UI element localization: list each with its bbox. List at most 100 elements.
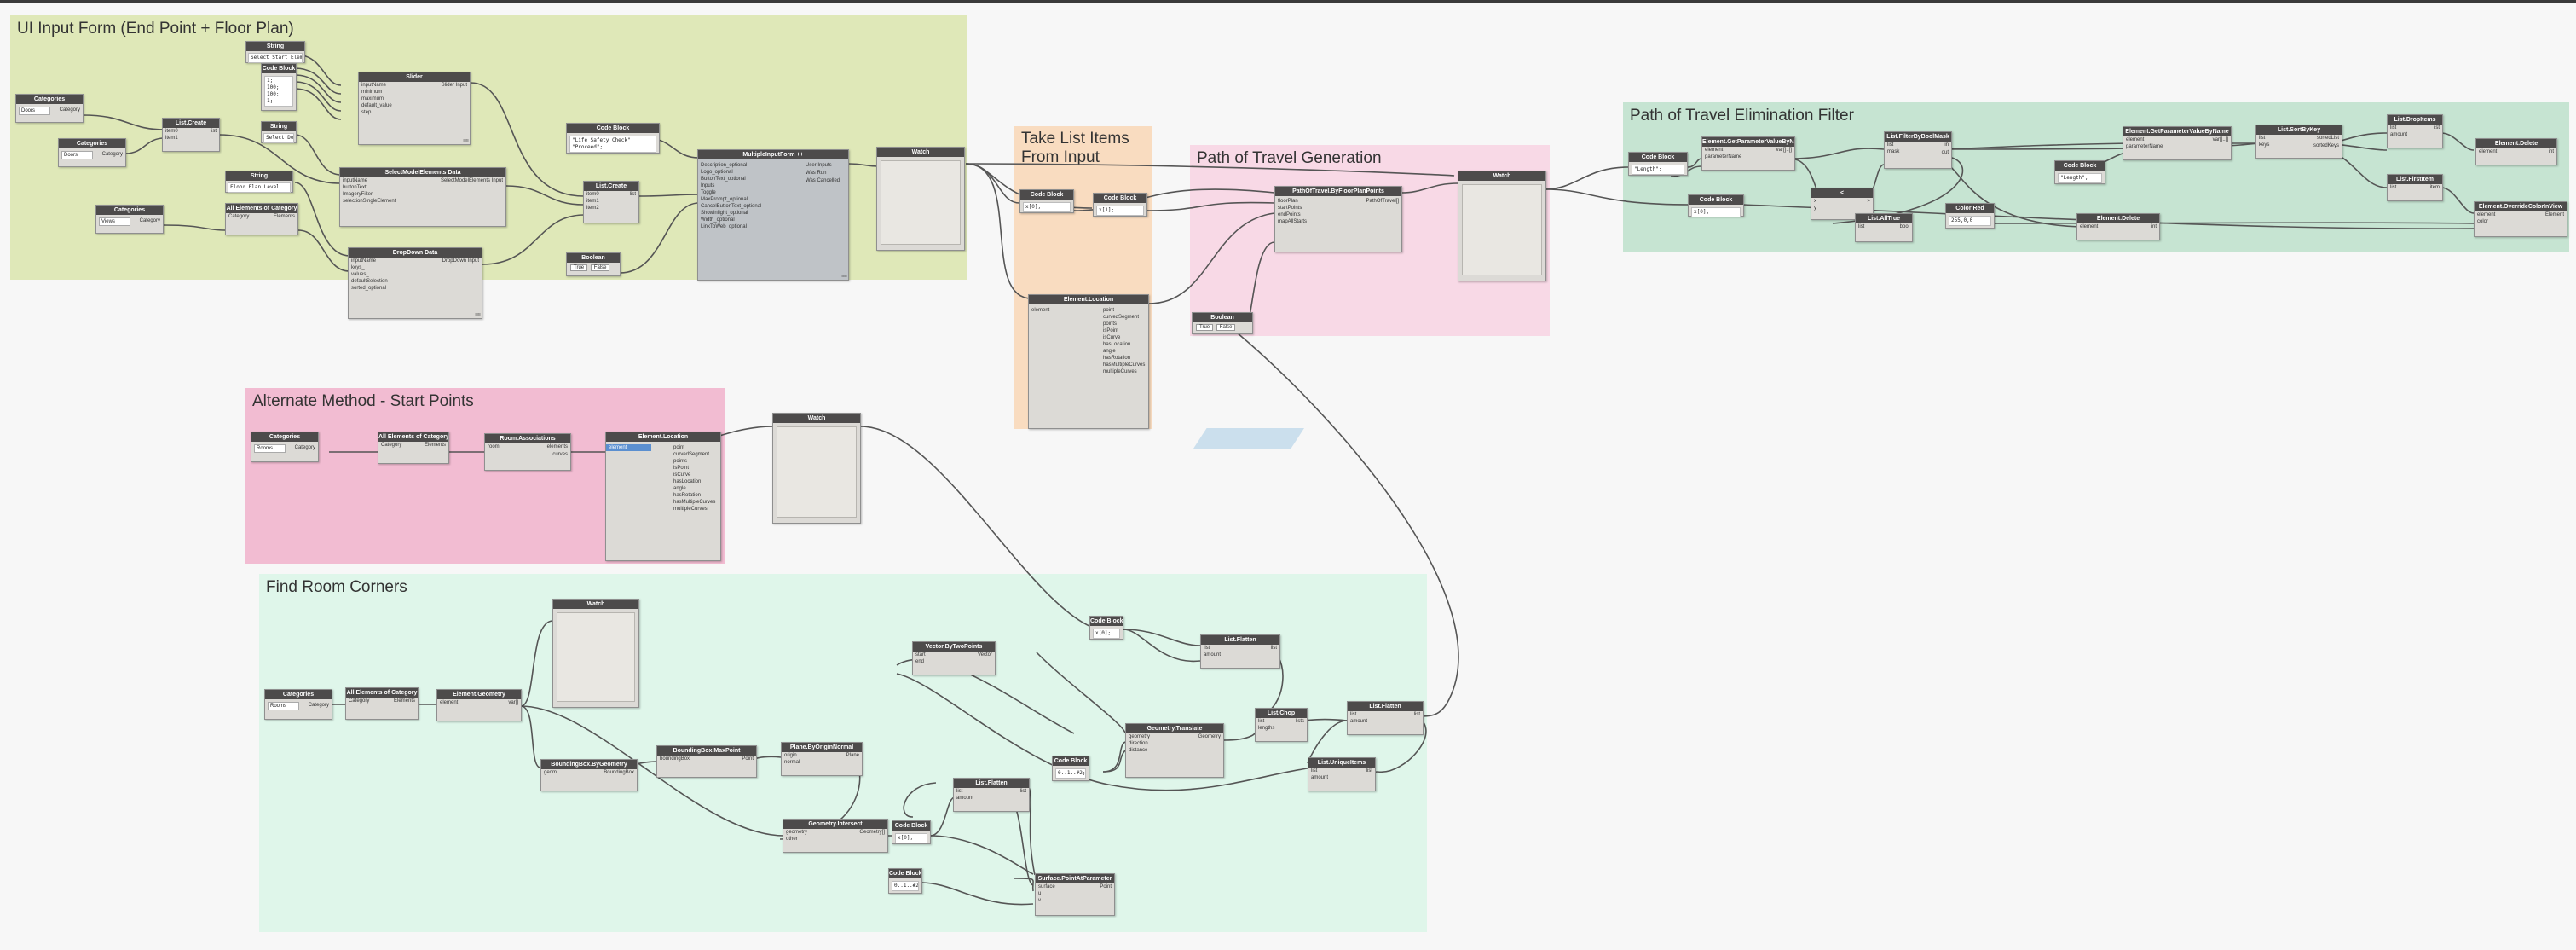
node-code-block-4[interactable]: Code Block x[1]; [1093,193,1147,217]
node-string-1[interactable]: String Select Start Element [245,41,305,63]
output-port[interactable]: curves [552,452,568,457]
node-watch-1[interactable]: Watch [876,147,965,251]
input-port[interactable]: element [1705,148,1724,153]
output-port[interactable]: list [2433,125,2440,130]
input-port[interactable]: u [1038,891,1042,896]
output-port[interactable]: isPoint [673,466,690,471]
input-port[interactable]: mapAllStarts [1278,219,1308,224]
output-port[interactable]: isCurve [673,472,691,478]
output-port[interactable]: list [1413,712,1420,717]
output-port[interactable]: out [1941,150,1949,155]
node-geometry-translate[interactable]: Geometry.Translate geometry direction di… [1125,723,1224,778]
input-port[interactable]: item2 [586,206,599,211]
node-filter-by-bool-mask[interactable]: List.FilterByBoolMask list mask in out [1884,131,1952,169]
node-list-create-2[interactable]: List.Create item0 item1 item2 list [583,181,639,223]
input-port[interactable]: CancelButtonText_optional [701,204,762,209]
code-text[interactable]: x[1]; [1096,206,1144,216]
node-categories-3[interactable]: Categories Views Category [95,205,164,234]
input-port[interactable]: y [1814,206,1816,211]
node-boolean-1[interactable]: Boolean True False [566,252,621,276]
node-code-block-11[interactable]: Code Block 0..1..#2; [888,868,922,894]
output-port[interactable]: list [1270,646,1277,651]
input-port[interactable]: inputName [361,83,387,88]
node-list-unique-items[interactable]: List.UniqueItems list amount list [1308,757,1376,791]
output-port[interactable]: list [629,192,636,197]
input-port[interactable]: list [1858,224,1865,229]
input-port[interactable]: values_ [351,272,369,277]
output-port[interactable]: Point [1100,884,1112,889]
input-port[interactable]: list [1350,712,1357,717]
node-all-elements-2[interactable]: All Elements of Category Category Elemen… [378,432,449,464]
group-title[interactable]: Alternate Method - Start Points [252,392,474,410]
input-port[interactable]: list [2390,125,2397,130]
category-dropdown[interactable]: Rooms [254,444,286,453]
input-port[interactable]: item0 [165,129,178,134]
node-surface-point-at-parameter[interactable]: Surface.PointAtParameter surface u v Poi… [1035,873,1115,916]
output-port[interactable]: multipleCurves [1103,369,1137,374]
group-title[interactable]: Path of Travel Generation [1197,149,1382,167]
input-port[interactable]: v [1038,898,1041,903]
node-watch-2[interactable]: Watch [1458,171,1546,281]
node-code-block-3[interactable]: Code Block x[0]; [1019,189,1074,213]
input-port[interactable]: list [2390,185,2397,190]
input-port[interactable]: lengths [1258,726,1275,731]
output-port[interactable]: var[] [508,700,518,705]
input-port[interactable]: item1 [165,136,178,141]
input-port[interactable]: list [2259,136,2266,141]
input-port[interactable]: other [786,837,798,842]
output-port[interactable]: hasLocation [1103,342,1131,347]
input-port[interactable]: room [488,444,500,449]
output-port[interactable]: list [210,129,217,134]
node-categories-1[interactable]: Categories Doors Category [15,94,84,123]
code-text[interactable]: x[0]; [1093,629,1120,639]
input-port[interactable]: Toggle [701,190,716,195]
node-drop-items[interactable]: List.DropItems list amount list [2387,114,2443,148]
input-port[interactable]: minimum [361,90,383,95]
input-port[interactable]: Category [228,214,250,219]
string-value[interactable]: Select Door [263,133,294,143]
output-port[interactable]: multipleCurves [673,507,708,512]
output-port[interactable]: hasLocation [673,479,702,484]
input-port[interactable]: element [1031,308,1050,313]
input-port[interactable]: inputName [351,258,377,264]
input-port[interactable]: selectionSingleElement [343,199,396,204]
false-radio[interactable]: False [590,264,610,271]
input-port[interactable]: geometry [786,830,808,835]
output-port[interactable]: Point [742,756,754,762]
color-value[interactable]: 255,0,0 [1949,216,1991,226]
string-value[interactable]: Floor Plan Level [228,182,291,193]
node-categories-2[interactable]: Categories Doors Category [58,138,126,167]
group-title[interactable]: Path of Travel Elimination Filter [1630,107,1854,125]
node-code-block-6[interactable]: Code Block x[0]; [1688,194,1744,217]
input-port[interactable]: step [361,110,372,115]
output-port[interactable]: curvedSegment [1103,315,1140,320]
input-port[interactable]: parameterName [2126,144,2163,149]
output-port[interactable]: Category [59,107,80,113]
code-text[interactable]: 0..1..#2; [892,881,919,891]
output-port[interactable]: list [1366,768,1372,773]
output-port[interactable]: hasMultipleCurves [1103,362,1146,368]
input-port[interactable]: buttonText [343,185,367,190]
node-code-block-9[interactable]: Code Block x[0]; [1089,616,1123,640]
output-port[interactable]: Vector [977,652,992,657]
node-code-block-7[interactable]: Code Block "Length"; [2054,160,2105,184]
node-string-2[interactable]: String Select Door [261,121,297,143]
output-port[interactable]: Geometry [1198,734,1221,739]
input-port[interactable]: mask [1887,149,1900,154]
node-list-create-1[interactable]: List.Create item0 item1 list [162,118,220,152]
node-boolean-2[interactable]: Boolean True False [1192,312,1253,334]
code-text[interactable]: x[0]; [1691,207,1741,217]
node-get-parameter-1[interactable]: Element.GetParameterValueByName element … [1701,136,1795,171]
lacing-indicator[interactable]: ≡≡≡ [463,138,469,143]
node-slider[interactable]: Slider inputName minimum maximum default… [358,72,471,145]
output-port[interactable]: points [1103,321,1118,327]
input-port[interactable]: Showlnfight_optional [701,211,748,216]
node-element-location-2[interactable]: Element.Location element point curvedSeg… [605,432,721,561]
output-port[interactable]: Slider Input [441,83,467,88]
node-categories-5[interactable]: Categories Rooms Category [264,689,332,720]
code-text[interactable]: "Length"; [1632,165,1684,175]
node-room-associations[interactable]: Room.Associations room elements curves [484,433,571,471]
input-port[interactable]: direction [1129,741,1148,746]
output-port[interactable]: hasRotation [673,493,702,498]
input-port[interactable]: amount [1350,719,1368,724]
